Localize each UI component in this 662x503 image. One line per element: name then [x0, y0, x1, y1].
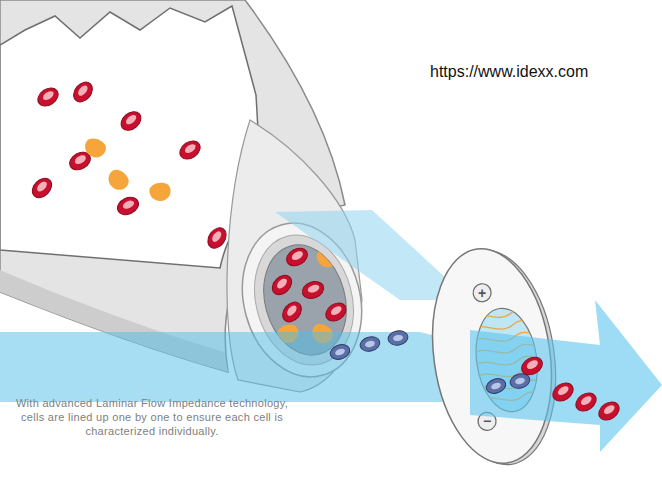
source-url: https://www.idexx.com: [430, 62, 655, 82]
red-blood-cell: [204, 224, 230, 251]
polarity-sign: −: [478, 412, 496, 430]
red-blood-cell: [70, 78, 96, 105]
cutaway-window: [0, 6, 262, 268]
red-blood-cell: [595, 398, 622, 424]
white-blood-cell: [148, 181, 172, 203]
measured-cell: [328, 342, 352, 362]
flow-arrow: [470, 300, 662, 452]
red-blood-cell: [572, 389, 599, 415]
red-blood-cell: [549, 379, 576, 405]
red-blood-cell: [283, 245, 310, 270]
tube-cells: [29, 78, 230, 251]
white-blood-cell: [82, 136, 108, 160]
red-blood-cell: [518, 354, 545, 379]
red-blood-cell: [34, 84, 61, 110]
measured-cell: [387, 329, 409, 346]
nozzle-cells: [269, 245, 350, 348]
polarity-sign: +: [473, 284, 491, 302]
field-line: [466, 305, 546, 323]
measured-cell: [484, 376, 508, 396]
white-blood-cell: [104, 166, 132, 194]
electrode-symbol: [472, 283, 492, 303]
red-blood-cell: [117, 108, 144, 134]
caption: With advanced Laminar Flow Impedance tec…: [8, 396, 296, 438]
red-blood-cell: [29, 175, 56, 202]
red-blood-cell: [322, 299, 349, 325]
red-blood-cell: [115, 194, 142, 218]
red-blood-cell: [176, 137, 203, 163]
red-blood-cell: [269, 272, 296, 299]
measured-cell: [359, 335, 382, 354]
red-blood-cell: [279, 298, 305, 325]
red-blood-cell: [300, 279, 326, 302]
